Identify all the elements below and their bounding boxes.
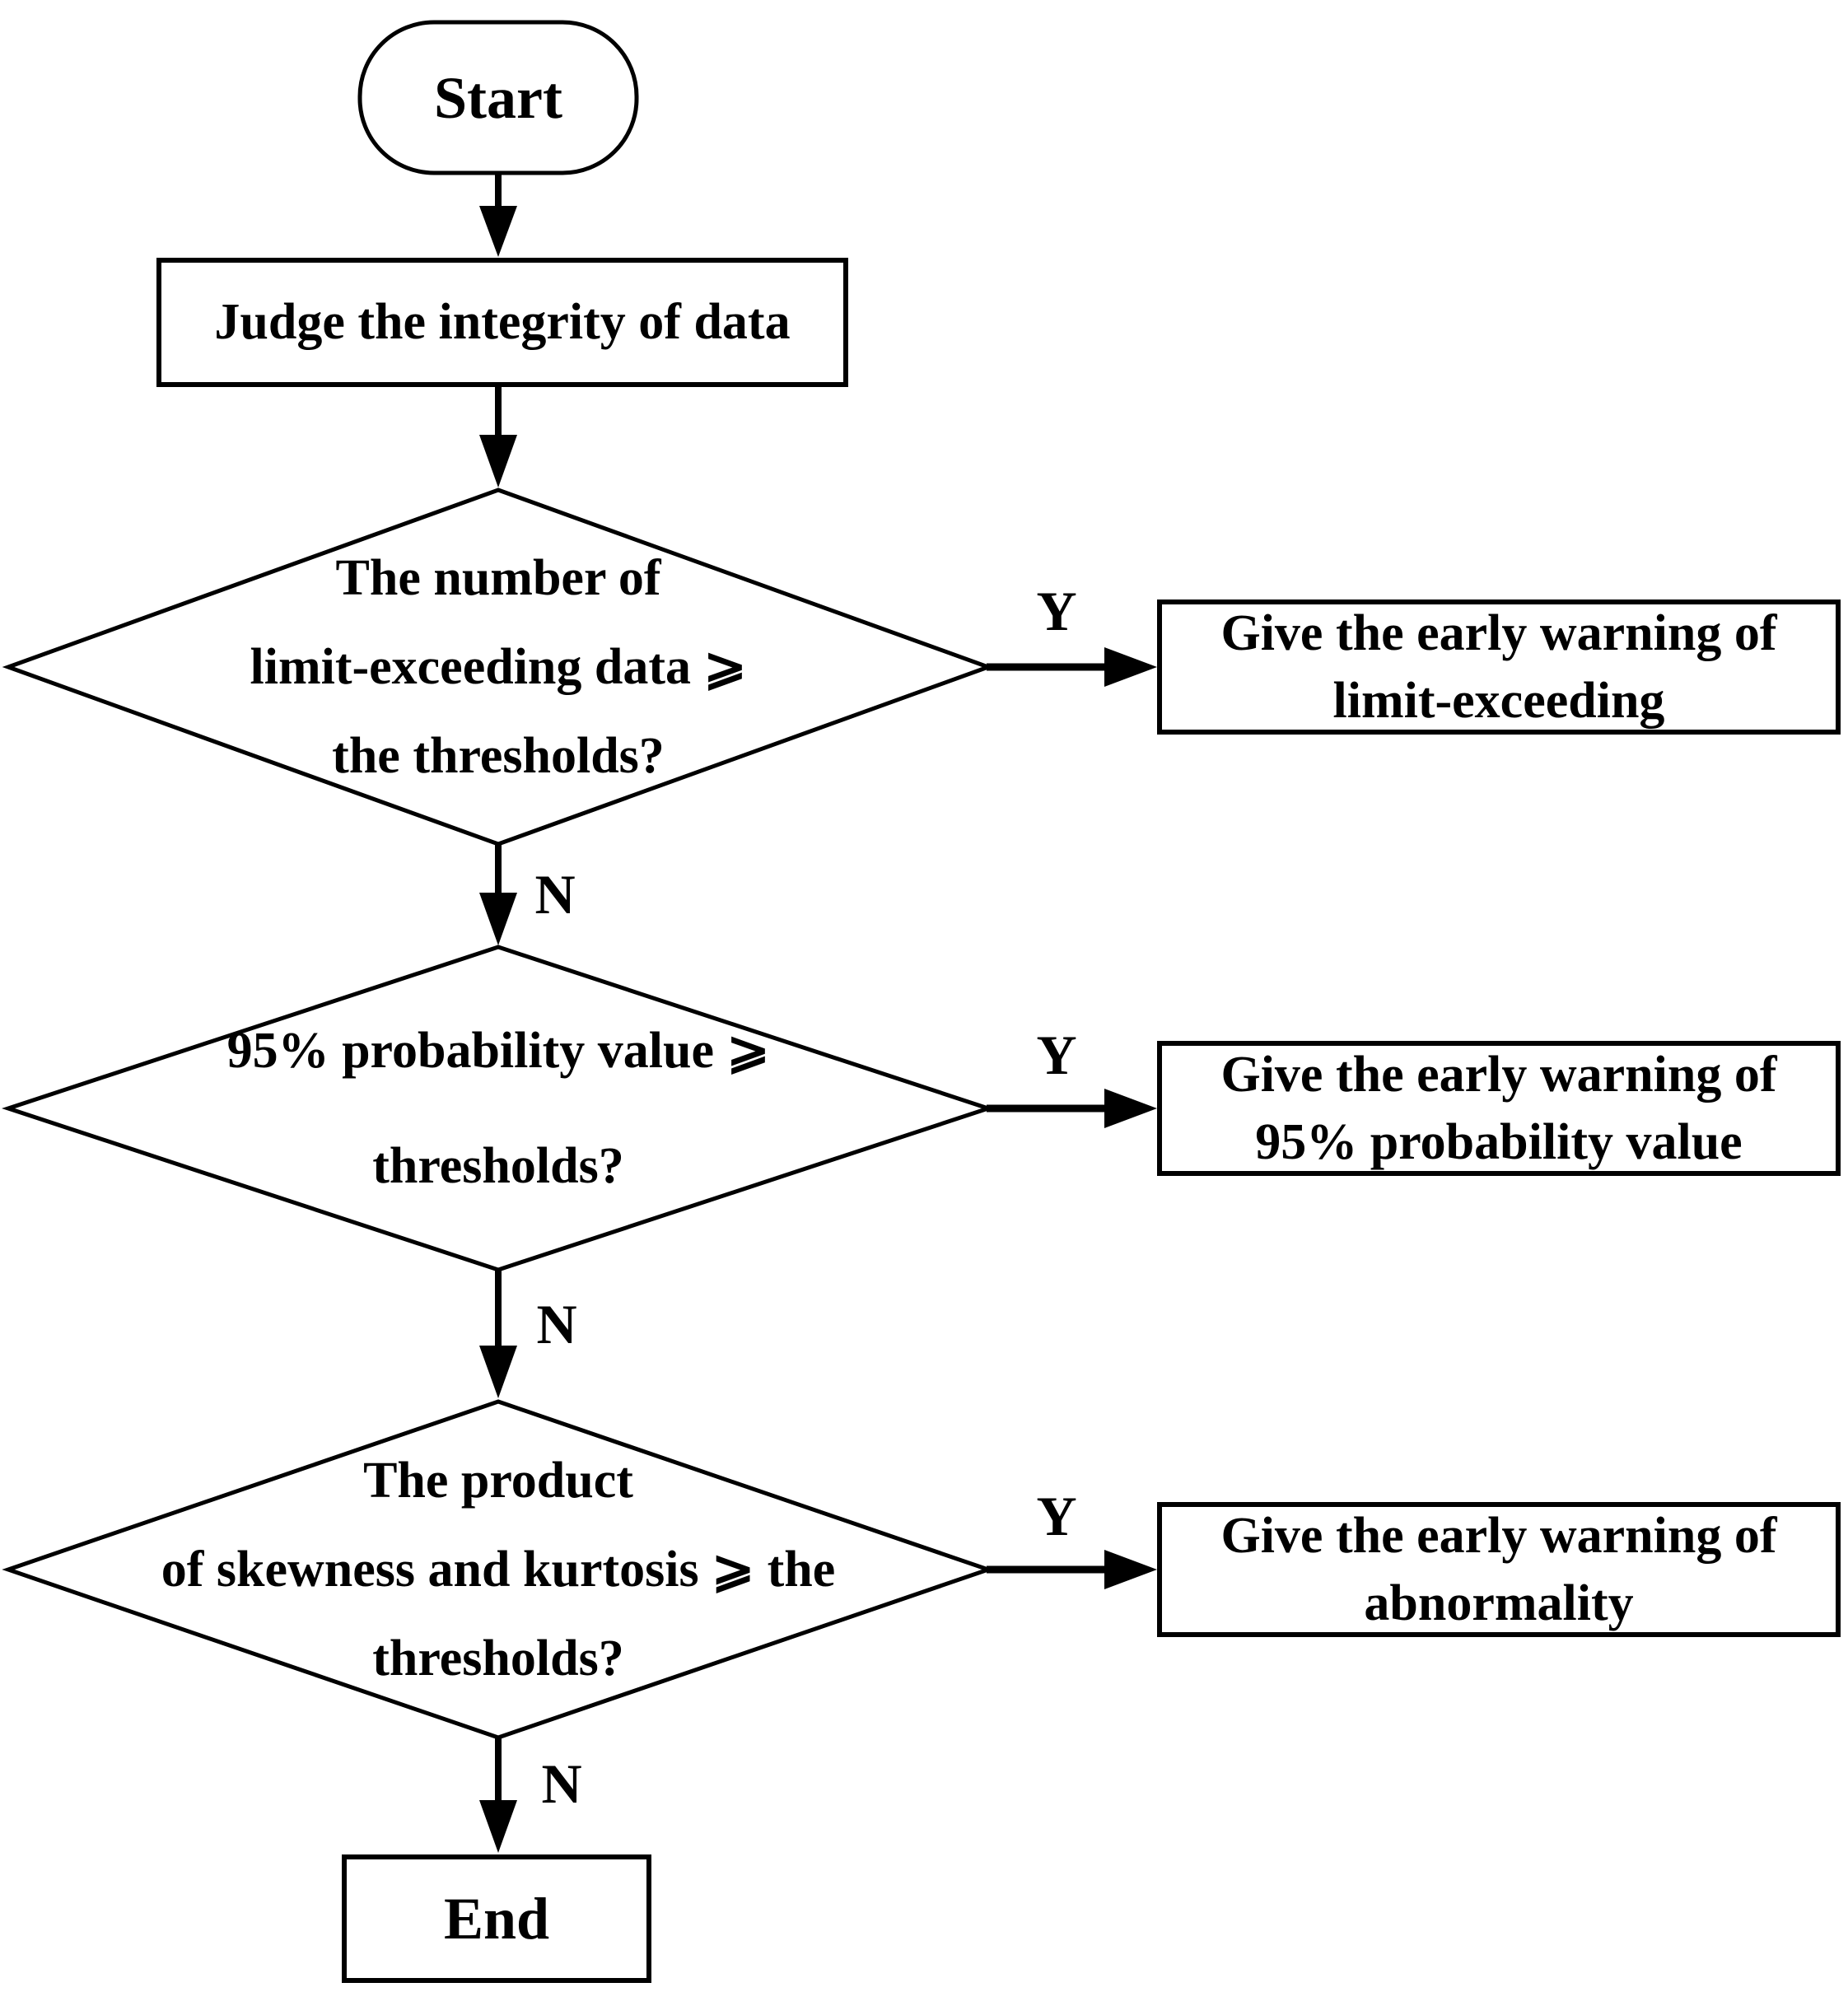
arrow-no-decision-limit-to-decision-probability	[479, 842, 517, 945]
arrow-head	[1104, 647, 1157, 687]
arrow-head	[479, 893, 517, 945]
arrow-head	[479, 206, 517, 257]
arrow-judge-to-decision-limit	[479, 385, 517, 488]
arrow-head	[479, 435, 517, 488]
arrow-yes-decision-probability-to-warning	[987, 1089, 1157, 1128]
arrow-head	[479, 1800, 517, 1853]
arrow-start-to-judge	[479, 173, 517, 257]
decision-skewness-diamond-shape	[2, 1399, 995, 1740]
arrow-head	[479, 1346, 517, 1398]
arrow-yes-decision-skewness-to-warning	[987, 1550, 1157, 1589]
start-terminator-shape	[357, 20, 639, 175]
arrow-no-decision-probability-to-decision-skewness	[479, 1268, 517, 1398]
warning-probability-box-shape	[1157, 1041, 1841, 1176]
decision-limit-diamond-shape	[2, 488, 995, 847]
arrow-yes-decision-limit-to-warning	[987, 647, 1157, 687]
process-judge-shape	[156, 258, 848, 387]
arrow-head	[1104, 1550, 1157, 1589]
warning-limit-box-shape	[1157, 599, 1841, 735]
decision-probability-diamond-shape	[2, 945, 995, 1272]
arrow-head	[1104, 1089, 1157, 1128]
arrow-no-decision-skewness-to-end	[479, 1736, 517, 1853]
warning-abnormality-box-shape	[1157, 1502, 1841, 1637]
end-box-shape	[342, 1854, 651, 1983]
